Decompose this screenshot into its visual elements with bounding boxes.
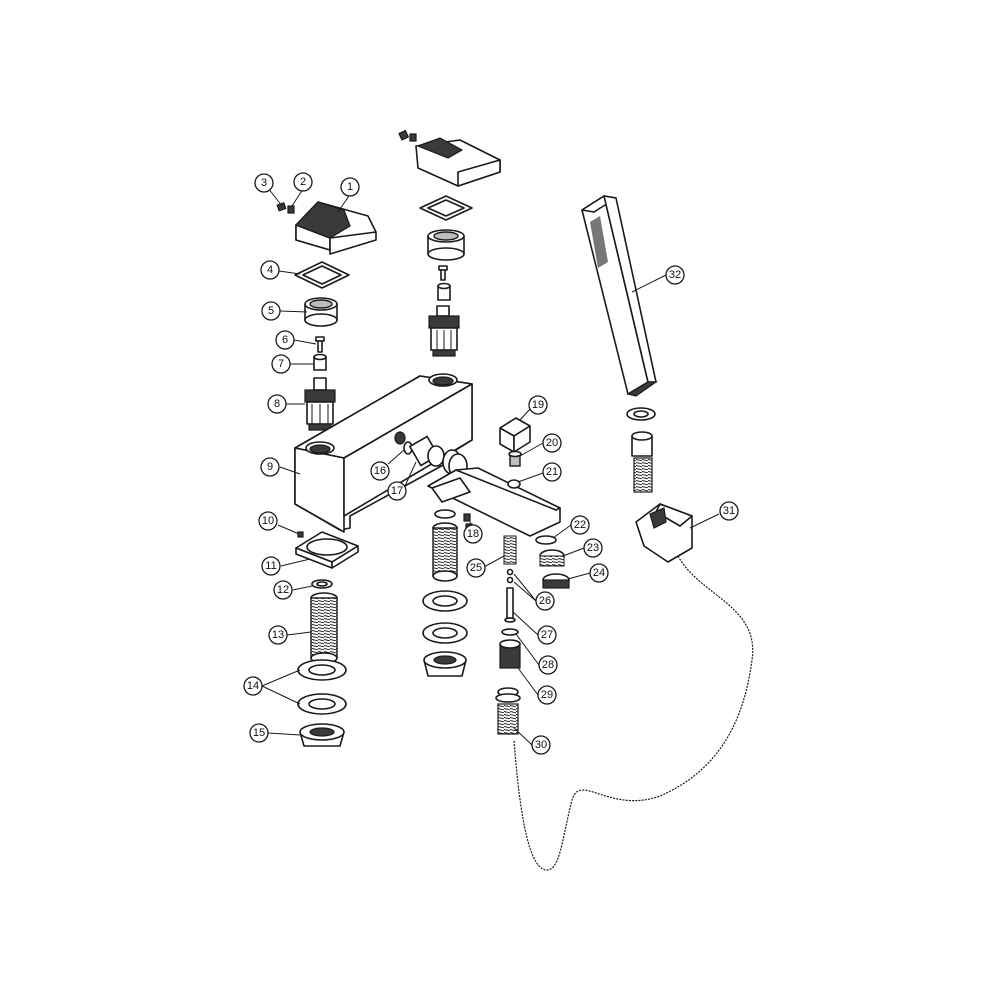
- svg-text:19: 19: [532, 399, 544, 411]
- screw-6: [315, 336, 325, 353]
- svg-text:30: 30: [535, 739, 547, 751]
- svg-text:32: 32: [669, 269, 681, 281]
- collar-5: [304, 297, 338, 327]
- svg-text:8: 8: [274, 398, 280, 410]
- callout-22: 22: [570, 515, 590, 535]
- callout-27: 27: [537, 625, 557, 645]
- diverter-connector-17: [403, 435, 468, 479]
- svg-text:17: 17: [391, 485, 403, 497]
- valve-cartridge-8: [304, 377, 336, 431]
- svg-text:13: 13: [272, 629, 284, 641]
- svg-text:22: 22: [574, 519, 586, 531]
- callout-29: 29: [537, 685, 557, 705]
- svg-text:20: 20: [546, 437, 558, 449]
- svg-text:3: 3: [261, 177, 267, 189]
- svg-text:16: 16: [374, 465, 386, 477]
- svg-text:7: 7: [278, 358, 284, 370]
- callout-8: 8: [267, 394, 287, 414]
- spout: [427, 467, 561, 537]
- callout-26: 26: [535, 591, 555, 611]
- backnut-15: [299, 723, 345, 747]
- callout-7: 7: [271, 354, 291, 374]
- callout-28: 28: [538, 655, 558, 675]
- svg-text:29: 29: [541, 689, 553, 701]
- svg-text:5: 5: [268, 305, 274, 317]
- diverter-stack: [495, 535, 521, 735]
- spline-adaptor-7: [313, 353, 327, 371]
- leader-lines: [261, 186, 720, 746]
- callout-1: 1: [340, 177, 360, 197]
- callout-18: 18: [463, 524, 483, 544]
- aerator-parts: [535, 535, 570, 589]
- left-handle-assembly: [276, 201, 377, 431]
- callout-13: 13: [268, 625, 288, 645]
- svg-text:21: 21: [546, 466, 558, 478]
- callout-15: 15: [249, 723, 269, 743]
- callout-32: 32: [665, 265, 685, 285]
- callout-30: 30: [531, 735, 551, 755]
- shower-hose: [513, 555, 754, 871]
- callout-19: 19: [528, 395, 548, 415]
- screw-3: [276, 202, 287, 212]
- svg-text:25: 25: [470, 562, 482, 574]
- callout-3: 3: [254, 173, 274, 193]
- wall-bracket-31: [626, 407, 693, 563]
- grub-screw-2: [287, 205, 295, 214]
- callout-24: 24: [589, 563, 609, 583]
- callout-9: 9: [260, 457, 280, 477]
- callouts: 1 2 3 4 5 6 7 8 9 10 11 12 13 14 15 16 1…: [243, 172, 739, 755]
- svg-text:14: 14: [247, 680, 259, 692]
- base-plate-11: [295, 531, 359, 569]
- callout-20: 20: [542, 433, 562, 453]
- threaded-shank-13: [310, 592, 338, 664]
- callout-5: 5: [261, 301, 281, 321]
- svg-text:23: 23: [587, 542, 599, 554]
- callout-21: 21: [542, 462, 562, 482]
- svg-text:2: 2: [300, 176, 306, 188]
- svg-text:31: 31: [723, 505, 735, 517]
- svg-text:24: 24: [593, 567, 605, 579]
- callout-31: 31: [719, 501, 739, 521]
- callout-12: 12: [273, 580, 293, 600]
- svg-text:11: 11: [265, 560, 276, 572]
- svg-text:28: 28: [542, 659, 554, 671]
- callout-6: 6: [275, 330, 295, 350]
- svg-text:1: 1: [347, 181, 353, 193]
- svg-text:27: 27: [541, 629, 553, 641]
- hand-shower-32: [581, 195, 658, 397]
- callout-23: 23: [583, 538, 603, 558]
- svg-text:26: 26: [539, 595, 551, 607]
- svg-text:10: 10: [262, 515, 274, 527]
- callout-4: 4: [260, 260, 280, 280]
- diverter-knob-19: [499, 417, 531, 467]
- right-shank-stack: [422, 509, 468, 677]
- svg-text:15: 15: [253, 727, 265, 739]
- svg-text:9: 9: [267, 461, 273, 473]
- callout-14: 14: [243, 676, 263, 696]
- callout-17: 17: [387, 481, 407, 501]
- callout-10: 10: [258, 511, 278, 531]
- svg-text:12: 12: [277, 584, 289, 596]
- callout-25: 25: [466, 558, 486, 578]
- washers-14: [297, 659, 347, 715]
- svg-text:4: 4: [267, 264, 273, 276]
- callout-11: 11: [261, 556, 281, 576]
- svg-text:18: 18: [467, 528, 479, 540]
- right-handle-assembly: [398, 129, 501, 357]
- svg-text:6: 6: [282, 334, 288, 346]
- callout-2: 2: [293, 172, 313, 192]
- callout-16: 16: [370, 461, 390, 481]
